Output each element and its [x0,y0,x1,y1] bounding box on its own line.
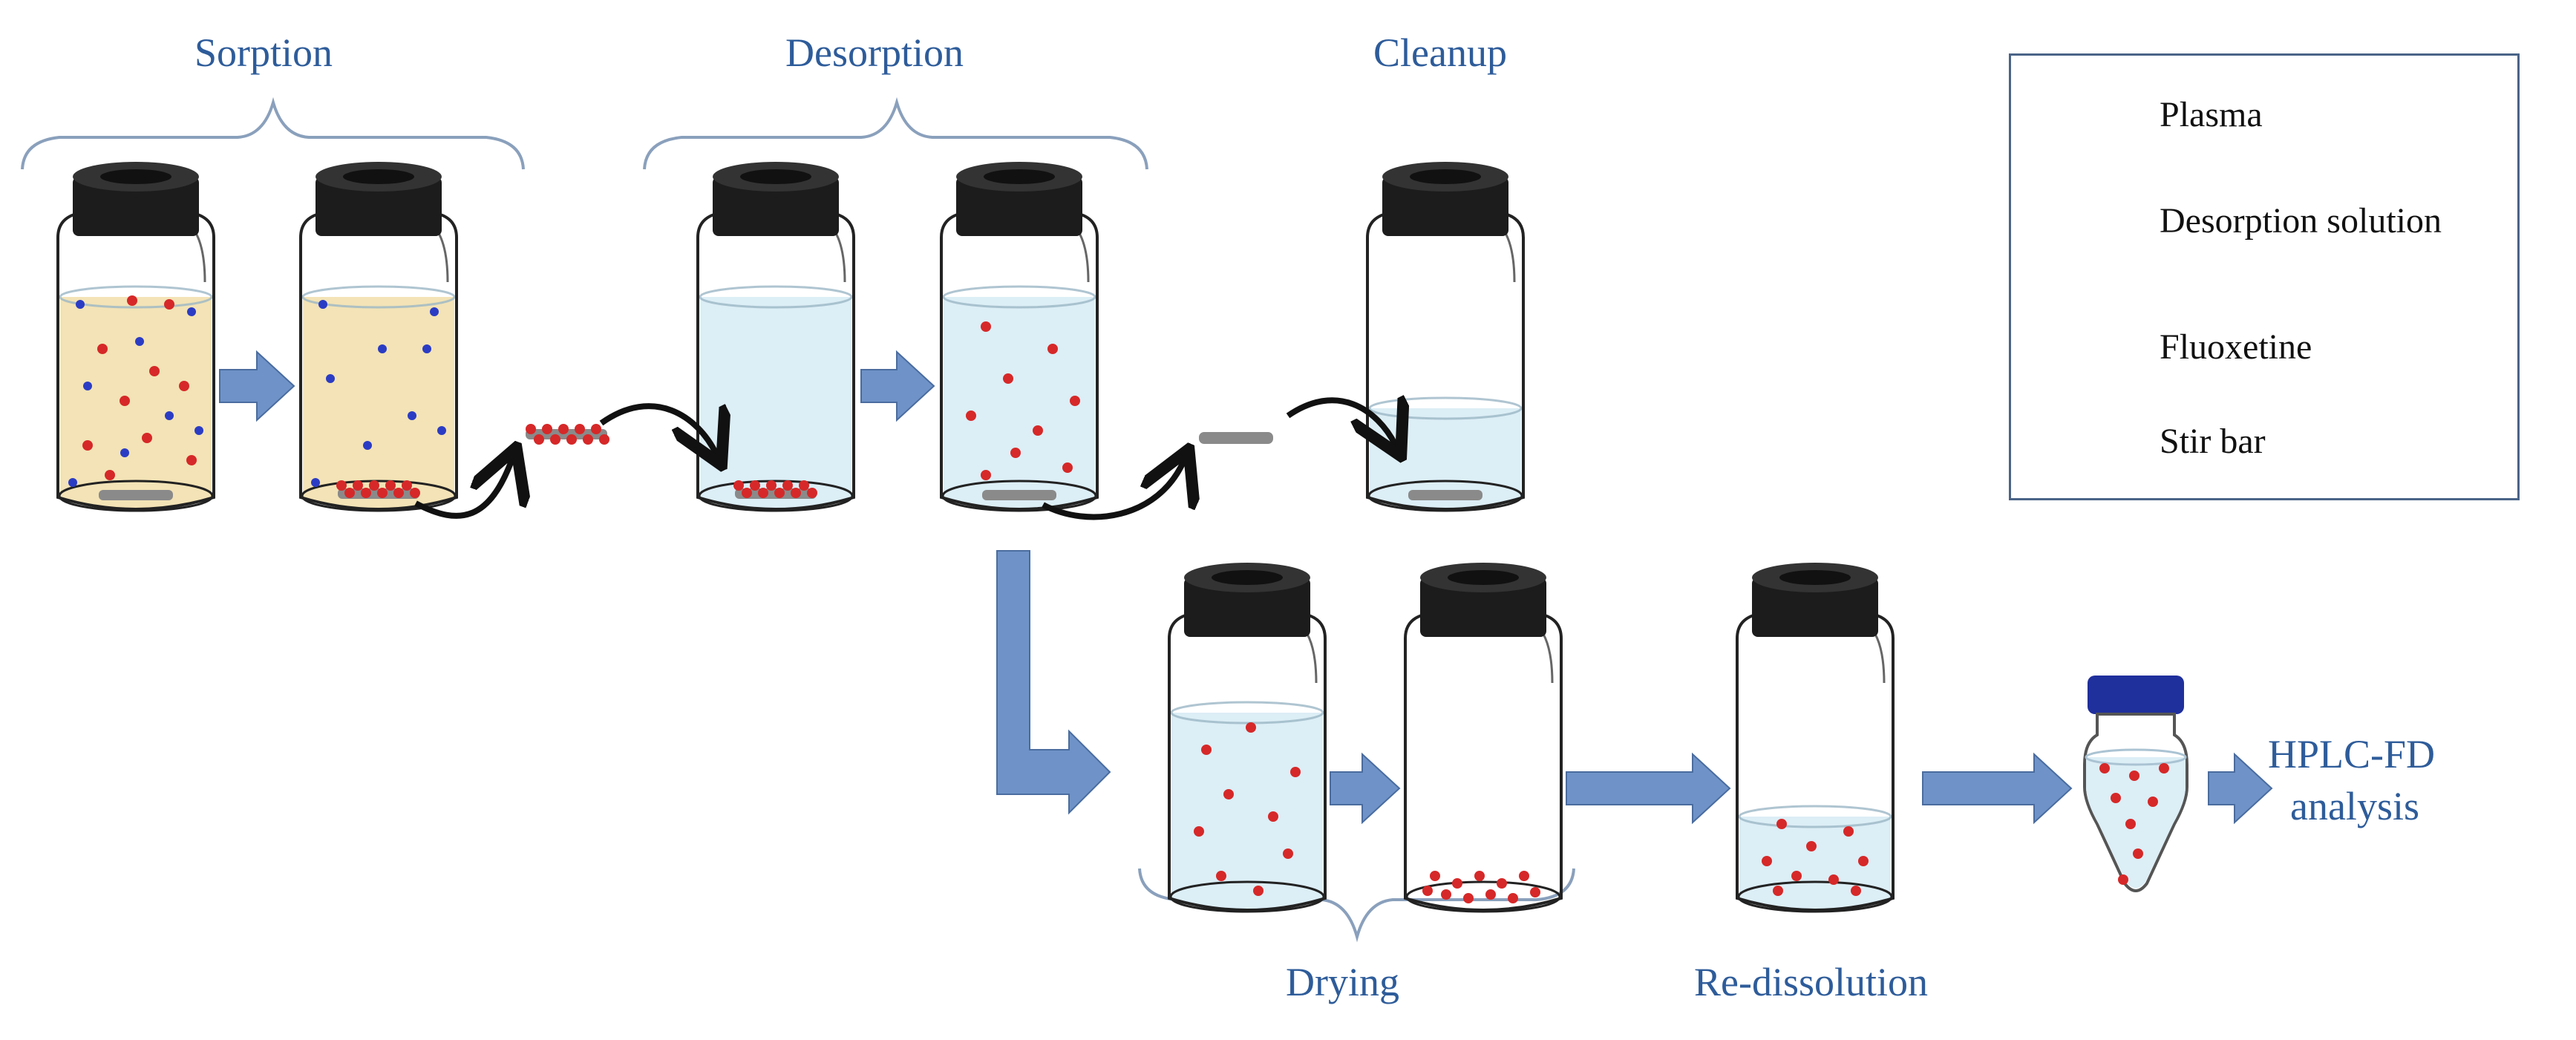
drying-brace [1138,868,1575,943]
label-desorption: Desorption [785,30,964,75]
vial-sorption-1 [56,162,215,512]
legend-fluoxetine-label: Fluoxetine [2160,327,2312,367]
vial-desorption-1 [696,162,855,512]
legend: Plasma Desorption solution Fluoxetine St… [2009,53,2520,500]
transfer-arrow-1 [414,459,512,519]
legend-solution-label: Desorption solution [2160,201,2442,241]
label-drying: Drying [1286,960,1399,1004]
label-redissolution: Re-dissolution [1694,960,1929,1004]
hplc-vial [2083,676,2188,892]
flow-arrows [219,350,2273,825]
arrow-sorption [219,350,295,422]
label-sorption: Sorption [194,30,333,75]
vial-desorption-2 [940,162,1099,512]
desorption-brace [643,97,1148,170]
vials-group [56,162,1895,913]
transfer-arrow-3 [1042,460,1184,520]
transfer-arrow-4 [1286,400,1396,445]
vial-cleanup [1366,162,1525,512]
arrow-to-redissolution [1566,752,1731,825]
arrow-to-analysis [2208,752,2273,825]
vial-drying-2 [1404,563,1563,913]
legend-stir-bar-label: Stir bar [2160,422,2266,461]
vial-sorption-2 [299,162,458,512]
l-flow-arrow [996,550,1111,815]
label-cleanup: Cleanup [1373,30,1507,75]
clean-stir-bar [1199,432,1273,444]
label-analysis: analysis [2290,784,2419,828]
transfer-arrow-2 [599,403,716,454]
legend-plasma-label: Plasma [2160,95,2263,134]
vial-redissolution [1736,563,1895,913]
arrow-desorption [860,350,935,422]
loaded-stir-bar [526,424,609,445]
vial-drying-1 [1168,563,1327,913]
arrow-drying [1330,752,1401,825]
arrow-to-hplc-vial [1922,752,2073,825]
sorption-brace [21,97,525,170]
label-hplc-fd: HPLC-FD [2268,732,2436,776]
